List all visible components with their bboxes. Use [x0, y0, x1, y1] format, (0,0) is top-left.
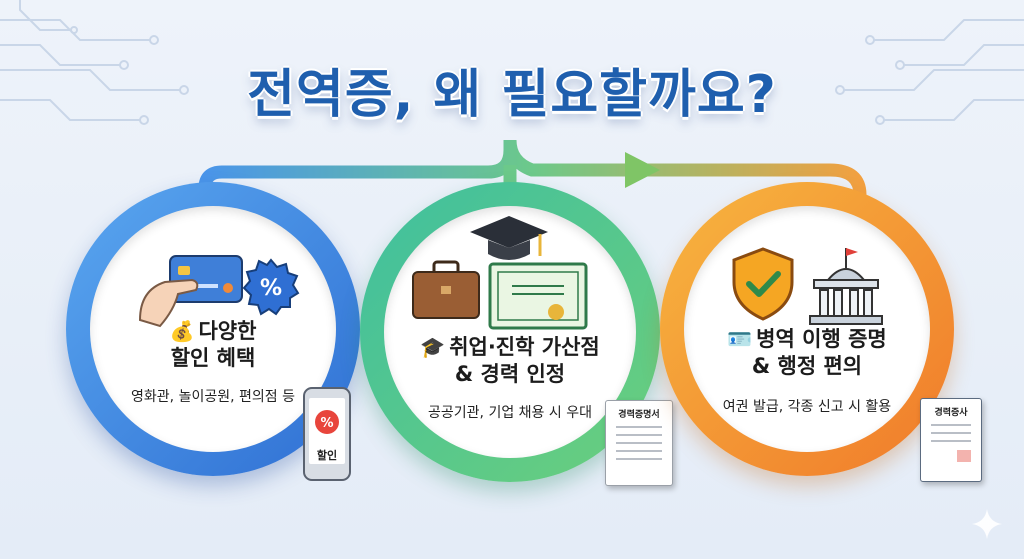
card-heading-line1: 병역 이행 증명 [756, 327, 887, 351]
card-inner: 🎓취업·진학 가산점 & 경력 인정 공공기관, 기업 채용 시 우대 [384, 206, 636, 458]
briefcase-icon [412, 260, 480, 319]
discount-badge-icon: % [242, 258, 300, 316]
sparkle-icon [972, 509, 1002, 539]
card-heading-line2: 할인 혜택 [170, 346, 256, 370]
certificate-icon [488, 262, 588, 330]
card-description: 영화관, 놀이공원, 편의점 등 [131, 389, 295, 405]
card-heading: 🪪병역 이행 증명 & 행정 편의 [684, 326, 930, 380]
shield-check-icon [732, 247, 794, 321]
phone-label: 할인 [316, 449, 338, 462]
circuit-decoration-right [835, 19, 1024, 125]
card-description: 여권 발급, 각종 신고 시 활용 [722, 399, 892, 415]
card-description: 공공기관, 기업 채용 시 우대 [428, 405, 592, 421]
card-heading-line1: 다양한 [198, 319, 257, 343]
phone-icon: % [303, 387, 351, 481]
page-title: 전역증, 왜 필요할까요? [247, 65, 777, 125]
graduation-cap-small-icon: 🎓 [420, 335, 446, 359]
circuit-decoration-left [0, 0, 189, 125]
credit-card-icon [138, 255, 243, 328]
document-title: 경력증사 [934, 408, 968, 418]
document-icon: 경력증명서 [605, 400, 673, 486]
graduation-cap-icon [470, 216, 548, 260]
government-building-icon [809, 248, 883, 325]
benefit-card-discount: % 💰다양한 할인 혜택 영화관, 놀이공원, 편의점 등 [66, 182, 360, 476]
card-heading-line2: & 행정 편의 [751, 354, 863, 378]
card-inner: % 💰다양한 할인 혜택 영화관, 놀이공원, 편의점 등 [90, 206, 336, 452]
svg-text:%: % [260, 276, 282, 301]
document-icon: 경력증사 [920, 398, 982, 482]
card-heading: 💰다양한 할인 혜택 [90, 318, 336, 372]
svg-text:%: % [320, 416, 333, 431]
stamp-mark [957, 450, 971, 462]
id-card-icon: 🪪 [727, 327, 753, 351]
card-heading-line1: 취업·진학 가산점 [449, 335, 600, 359]
benefit-card-military: 🪪병역 이행 증명 & 행정 편의 여권 발급, 각종 신고 시 활용 [660, 182, 954, 476]
card-inner: 🪪병역 이행 증명 & 행정 편의 여권 발급, 각종 신고 시 활용 [684, 206, 930, 452]
money-bag-icon: 💰 [169, 319, 195, 343]
card-heading: 🎓취업·진학 가산점 & 경력 인정 [384, 334, 636, 388]
card-heading-line2: & 경력 인정 [454, 362, 566, 386]
document-title: 경력증명서 [618, 410, 660, 420]
